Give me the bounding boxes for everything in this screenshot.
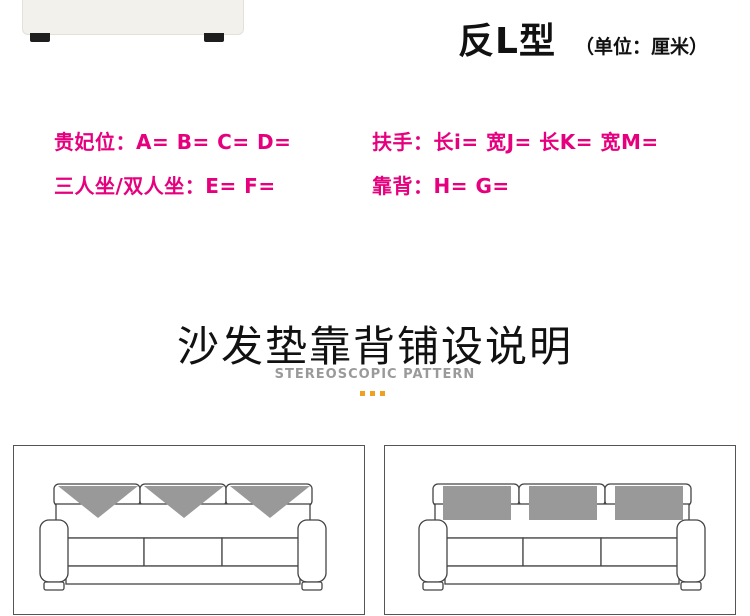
triangle-cover	[58, 486, 138, 518]
sofa-base	[444, 565, 680, 585]
layout-panel-triangle	[13, 445, 365, 615]
sofa-leg	[301, 581, 323, 591]
sofa-type-title: 反L型	[458, 21, 556, 62]
seat-cushion	[444, 537, 524, 567]
sofa-foot-left	[30, 33, 50, 42]
seat-cushion	[221, 537, 301, 567]
seat-cushion	[65, 537, 145, 567]
sofa-base	[65, 565, 301, 585]
seat-cushion	[143, 537, 223, 567]
accent-dot	[380, 391, 385, 396]
rectangle-cover	[529, 486, 597, 520]
dimension-armrest: 扶手：长i= 宽J= 长K= 宽M=	[372, 130, 659, 154]
dimension-backrest: 靠背：H= G=	[372, 174, 510, 198]
sofa-leg	[680, 581, 702, 591]
triangle-cover	[144, 486, 224, 518]
rectangle-cover	[615, 486, 683, 520]
sofa-leg	[43, 581, 65, 591]
armrest-left	[418, 519, 448, 583]
section-title: 沙发垫靠背铺设说明	[176, 322, 573, 371]
section-subtitle: STEREOSCOPIC PATTERN	[274, 367, 476, 382]
accent-dot	[370, 391, 375, 396]
seat-cushion	[522, 537, 602, 567]
sofa-foot-right	[204, 33, 224, 42]
dimension-chaise: 贵妃位：A= B= C= D=	[54, 130, 292, 154]
accent-dot	[360, 391, 365, 396]
armrest-right	[676, 519, 706, 583]
dimension-seat: 三人坐/双人坐：E= F=	[54, 174, 276, 198]
armrest-right	[297, 519, 327, 583]
armrest-left	[39, 519, 69, 583]
unit-note: （单位：厘米）	[575, 36, 709, 58]
sofa-diagram-rectangle	[418, 483, 706, 591]
rectangle-cover	[443, 486, 511, 520]
triangle-cover	[230, 486, 310, 518]
sofa-photo-fragment	[22, 0, 244, 35]
layout-panel-rectangle	[384, 445, 736, 615]
sofa-diagram-triangle	[39, 483, 327, 591]
sofa-leg	[422, 581, 444, 591]
seat-cushion	[600, 537, 680, 567]
